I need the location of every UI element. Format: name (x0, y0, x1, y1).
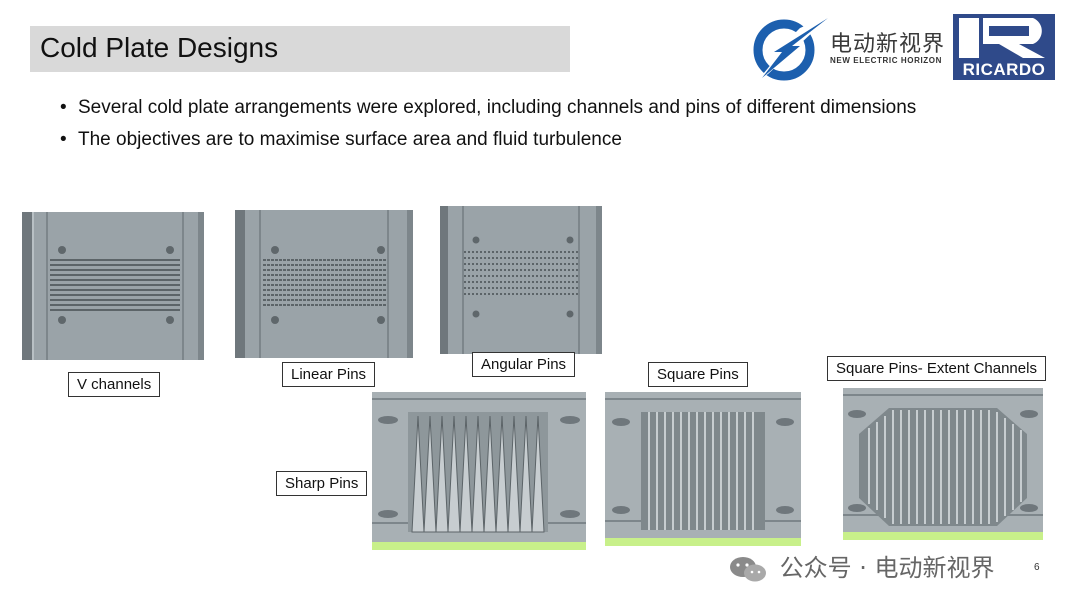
logo-english-text: NEW ELECTRIC HORIZON (830, 56, 942, 65)
square-pins-plate-image (605, 392, 801, 546)
bullet-item: •Several cold plate arrangements were ex… (60, 97, 917, 118)
sharp-pins-plate-image (372, 392, 586, 550)
figure-label-linear-pins: Linear Pins (282, 362, 376, 387)
ricardo-r-mark-icon (953, 14, 1055, 60)
figure-label-square-pins: Square Pins (648, 362, 748, 387)
figure-label-v-channels: V channels (68, 372, 161, 397)
figure-label-sharp-pins: Sharp Pins (276, 471, 368, 496)
figure-label-square-pins-extent-channels: Square Pins- Extent Channels (827, 356, 1046, 381)
watermark-text: 公众号 · 电动新视界 (779, 554, 995, 582)
wechat-watermark: 公众号 · 电动新视界 (728, 548, 995, 584)
figure-label-angular-pins: Angular Pins (472, 352, 576, 377)
v-channels-plate-image (22, 212, 204, 360)
lightning-globe-icon (753, 14, 832, 81)
slide-title: Cold Plate Designs (40, 32, 279, 63)
ricardo-logo: RICARDO (953, 14, 1055, 80)
page-number: 6 (1034, 562, 1040, 573)
logo-chinese-text: 电动新视界 (830, 32, 946, 57)
new-electric-horizon-logo: 电动新视界 NEW ELECTRIC HORIZON (748, 12, 948, 82)
linear-pins-plate-image (235, 210, 413, 358)
ricardo-wordmark: RICARDO (953, 60, 1055, 80)
wechat-icon (730, 557, 766, 582)
angular-pins-plate-image (440, 206, 602, 354)
bullet-list: •Several cold plate arrangements were ex… (60, 97, 916, 161)
square-pins-extent-channels-plate-image (843, 388, 1043, 540)
title-bar: Cold Plate Designs (30, 26, 570, 72)
bullet-item: •The objectives are to maximise surface … (60, 129, 622, 150)
